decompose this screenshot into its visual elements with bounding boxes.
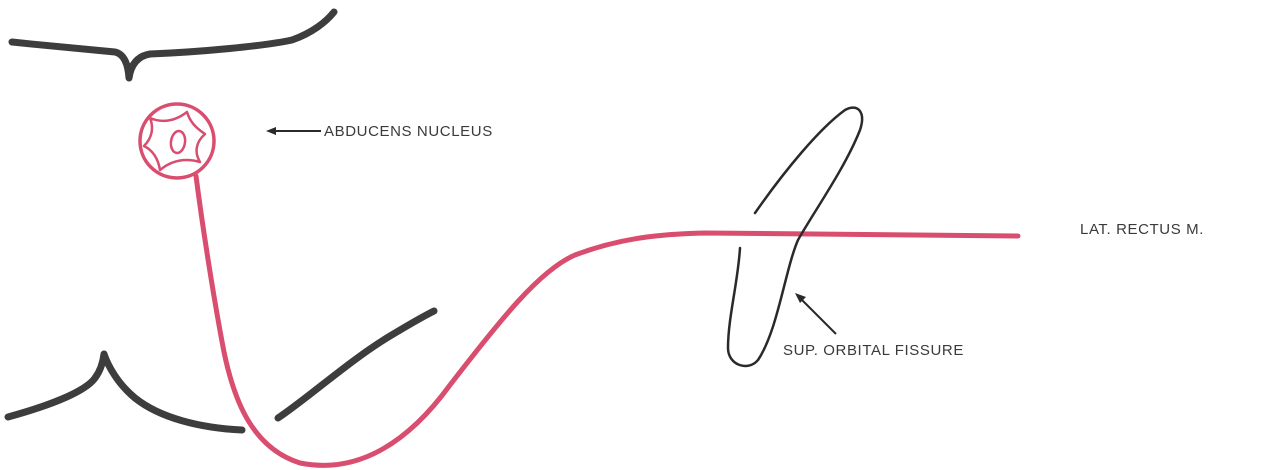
sup-orbital-fissure-outline (728, 108, 862, 366)
lower-right-outline (278, 311, 434, 418)
lat-rectus-label: LAT. RECTUS M. (1080, 222, 1204, 237)
arrow-to-abducens-nucleus (266, 127, 321, 135)
abducens-nerve (196, 176, 1018, 465)
abducens-nucleus (140, 104, 214, 178)
abducens-nucleus-label: ABDUCENS NUCLEUS (324, 124, 493, 139)
sup-orbital-fissure-label: SUP. ORBITAL FISSURE (783, 343, 964, 358)
nucleus-outer-circle (140, 104, 214, 178)
lower-brainstem-outline (8, 354, 242, 430)
upper-brainstem-outline (12, 12, 334, 78)
arrow-to-sup-orbital-fissure (795, 293, 836, 334)
